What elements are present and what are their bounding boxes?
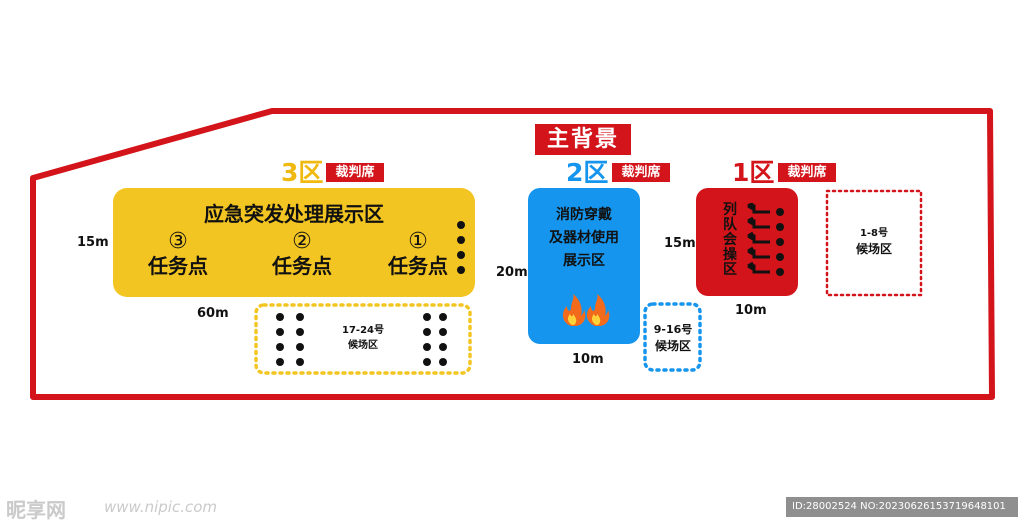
zone3-width-dimension: 60m [197, 306, 229, 321]
zone3-task2-label: 任务点 [272, 254, 332, 278]
zone2-judge-seat: 裁判席 [612, 163, 670, 182]
zone1-width-dimension: 10m [735, 303, 767, 318]
zone1-text-char2: 队 [723, 217, 737, 233]
zone3-title: 应急突发处理展示区 [204, 202, 384, 226]
venue-boundary [30, 108, 995, 400]
zone1-height-dimension: 15m [664, 236, 696, 251]
waiting-person-dot [439, 343, 447, 351]
waiting-person-dot [296, 358, 304, 366]
zone2-text-line2: 及器材使用 [549, 230, 619, 246]
zone3-task1-number: ① [408, 229, 428, 254]
waiting-person-dot [296, 313, 304, 321]
zone1-text-char4: 操 [723, 247, 737, 263]
zone3-judge-seat: 裁判席 [326, 163, 384, 182]
waiting-person-dot [423, 343, 431, 351]
zone2-waiting-label: 候场区 [654, 339, 691, 353]
zone3-person-dot [457, 266, 465, 274]
zone1-text-char5: 区 [723, 262, 737, 278]
zone2-height-dimension: 20m [496, 265, 528, 280]
waiting-person-dot [276, 328, 284, 336]
zone1-judge-seat: 裁判席 [778, 163, 836, 182]
waiting-person-dot [276, 313, 284, 321]
waiting-person-dot [276, 358, 284, 366]
fire-icon [562, 294, 610, 326]
zone1-waiting-area-border [825, 189, 923, 297]
waiting-person-dot [439, 358, 447, 366]
zone3-emergency-area [113, 188, 475, 297]
waiting-person-dot [439, 328, 447, 336]
zone1-text-char3: 会 [723, 232, 737, 248]
zone2-text-line3: 展示区 [563, 253, 605, 269]
zone3-task2-number: ② [292, 229, 312, 254]
zone1-label: 1区 [732, 158, 775, 187]
zone3-task3-number: ③ [168, 229, 188, 254]
zone1-waiting-label: 候场区 [855, 242, 892, 256]
zone3-label: 3区 [281, 158, 324, 187]
zone3-waiting-area-border [254, 303, 472, 375]
zone3-person-dot [457, 251, 465, 259]
zone3-person-dot [457, 236, 465, 244]
zone2-waiting-numbers: 9-16号 [653, 323, 693, 336]
zone3-task1-label: 任务点 [388, 254, 448, 278]
waiting-person-dot [439, 313, 447, 321]
zone3-waiting-label: 候场区 [348, 340, 378, 351]
main-backdrop-label: 主背景 [535, 124, 631, 155]
zone3-task3-label: 任务点 [148, 254, 208, 278]
waiting-person-dot [423, 358, 431, 366]
watermark-logo: 昵享网 [6, 498, 66, 522]
zone2-width-dimension: 10m [572, 352, 604, 367]
zone2-waiting-area-border [643, 302, 702, 372]
waiting-person-dot [296, 343, 304, 351]
zone3-height-dimension: 15m [77, 235, 109, 250]
watermark-id: ID:28002524 NO:20230626153719648101 [786, 497, 1018, 517]
zone1-waiting-numbers: 1-8号 [859, 228, 889, 239]
waiting-person-dot [423, 328, 431, 336]
zone3-waiting-numbers: 17-24号 [342, 325, 384, 336]
waiting-person-dot [423, 313, 431, 321]
zone1-turn-arrows [747, 203, 784, 276]
watermark-url: www.nipic.com [104, 498, 218, 516]
zone1-text-char1: 列 [723, 202, 737, 218]
waiting-person-dot [276, 343, 284, 351]
waiting-person-dot [296, 328, 304, 336]
zone3-person-dot [457, 221, 465, 229]
zone2-label: 2区 [566, 158, 609, 187]
zone2-text-line1: 消防穿戴 [556, 207, 612, 223]
